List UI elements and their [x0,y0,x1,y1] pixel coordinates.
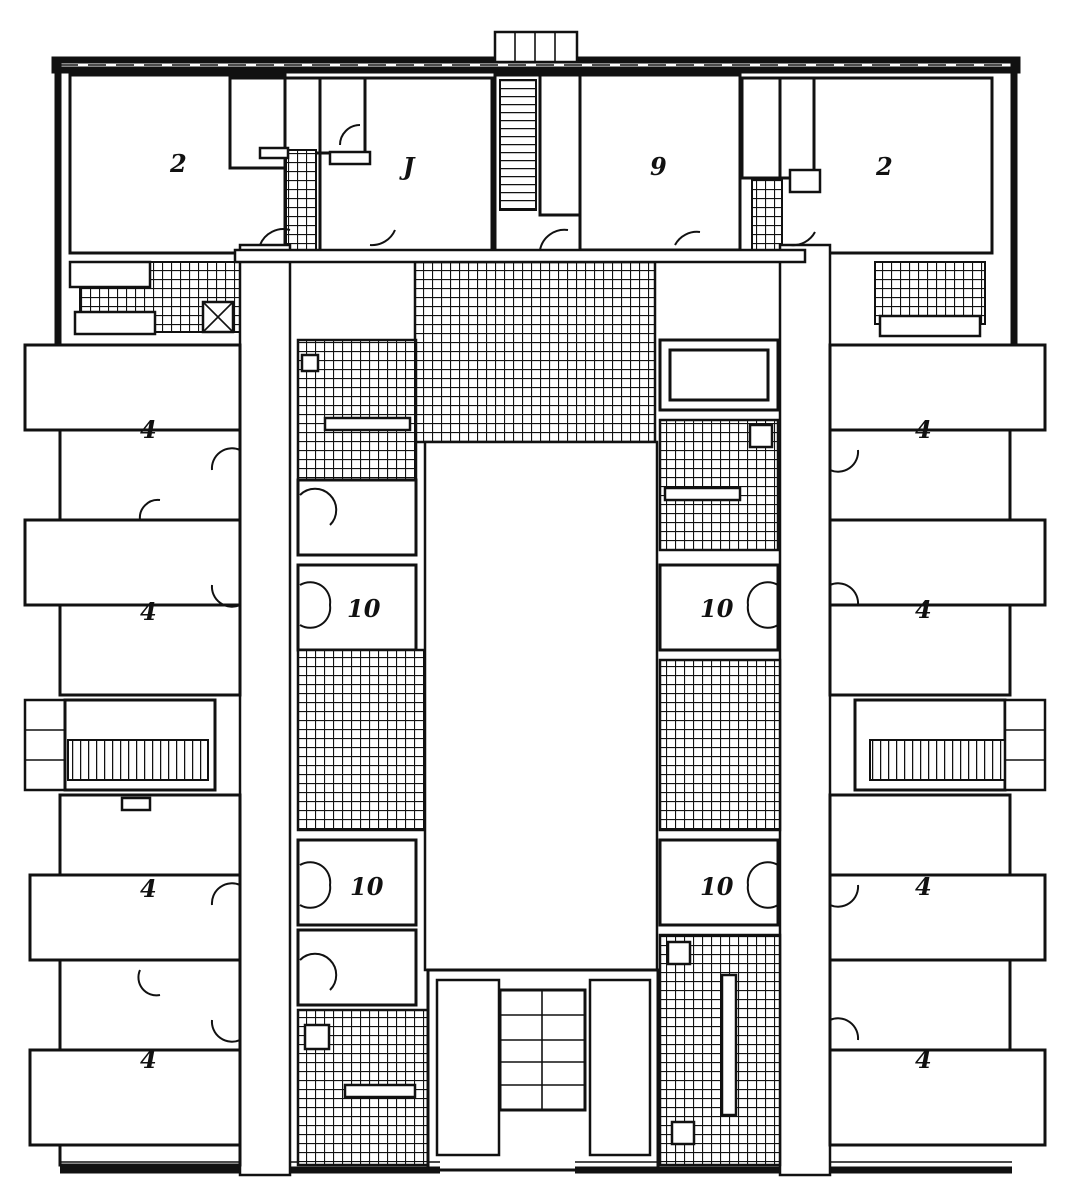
door-swings [137,124,860,1043]
right-wing [828,343,1047,1147]
room-label-4-left-4: 4 [140,1045,157,1074]
room-label-4-right-4: 4 [915,1045,932,1074]
roof-projection [493,30,579,64]
central-hall-top [413,260,657,444]
room-label-4-right-2: 4 [915,595,932,624]
room-labels: 2 J 9 2 4 4 4 4 4 4 4 4 10 10 10 10 [140,149,932,1074]
room-label-4-left-1: 4 [140,415,157,444]
room-label-4-right-1: 4 [915,415,932,444]
inner-left [296,338,430,1167]
entrance [426,968,660,1172]
room-label-9: 9 [650,152,667,181]
room-label-4-right-3: 4 [915,872,932,901]
central-court [423,440,659,972]
inner-right [658,338,782,1167]
room-label-10-left-2: 10 [350,872,384,901]
kitchens-upper [68,260,986,338]
room-label-2-left: 2 [169,149,187,178]
room-label-4-left-3: 4 [140,874,157,903]
room-label-3: J [399,152,416,181]
top-rooms [68,73,994,257]
room-label-10-right-1: 10 [700,594,734,623]
left-wing [23,343,242,1167]
room-label-2-right: 2 [875,152,893,181]
corridors [233,243,832,1177]
room-label-10-right-2: 10 [700,872,734,901]
room-label-10-left-1: 10 [347,594,381,623]
room-label-4-left-2: 4 [140,597,157,626]
